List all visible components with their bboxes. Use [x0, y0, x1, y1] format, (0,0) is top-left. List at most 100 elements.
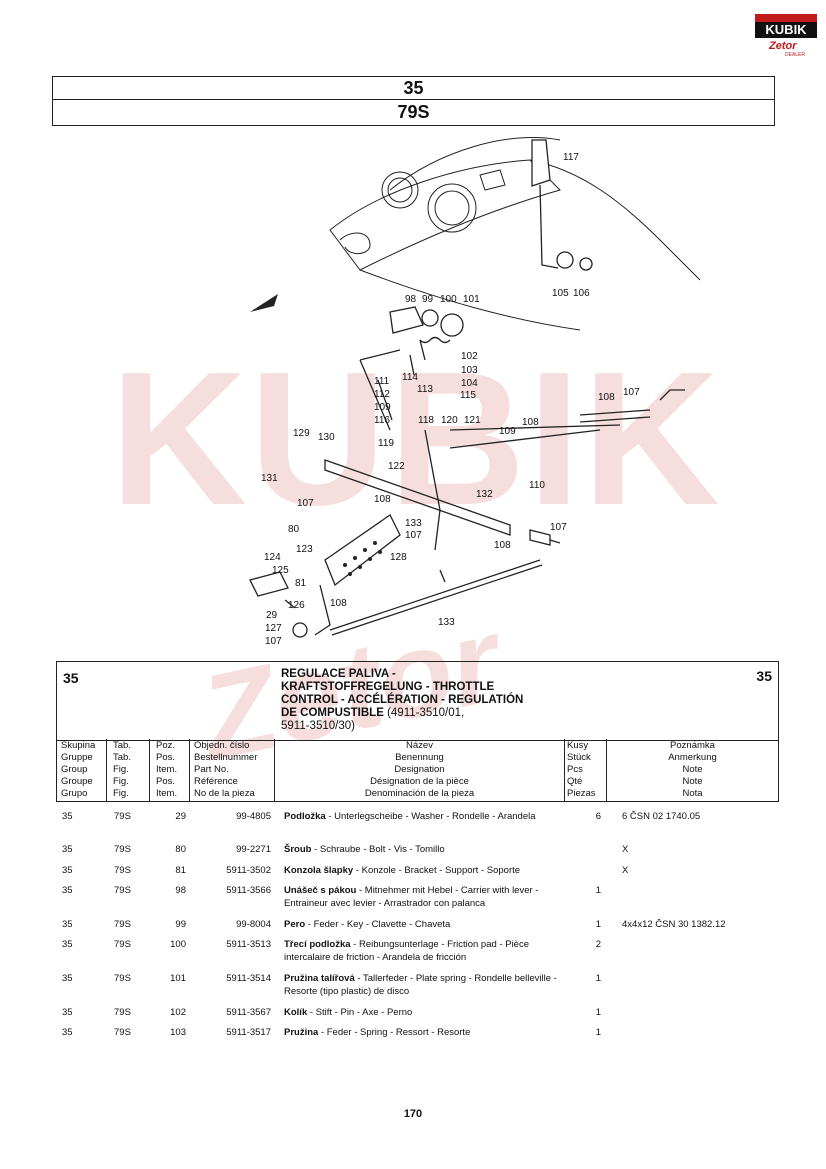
cell-quantity: 1	[595, 919, 601, 930]
cell-part-number: 99-2271	[236, 844, 271, 855]
col-text: Item.	[156, 764, 178, 775]
logo-tag: DEALER	[785, 52, 806, 58]
callout-label: 112	[374, 389, 390, 400]
cell-name: Pero - Feder - Key - Clavette - Chaveta	[284, 918, 574, 931]
col-table: Tab.Tab.Fig.Fig.Fig.	[107, 739, 150, 801]
cell-group: 35	[62, 973, 73, 984]
callout-label: 119	[378, 438, 394, 449]
callout-label: 118	[418, 415, 434, 426]
col-text: Group	[61, 764, 88, 775]
kubik-zetor-logo: KUBIK Zetor DEALER	[755, 14, 817, 58]
part-name-rest: - Stift - Pin - Axe - Perno	[307, 1007, 413, 1018]
cell-quantity: 1	[595, 1007, 601, 1018]
col-text: Pos.	[156, 752, 176, 763]
callout-label: 120	[441, 415, 458, 426]
col-text: Note	[682, 776, 703, 787]
col-text: Piezas	[567, 788, 596, 799]
callout-label: 101	[463, 294, 480, 305]
col-text: Fig.	[113, 788, 129, 799]
callout-label: 110	[529, 480, 545, 491]
col-text: Denominación de la pieza	[364, 788, 475, 799]
callout-label: 108	[374, 494, 391, 505]
callout-label: 132	[476, 489, 493, 500]
callout-label: 111	[374, 376, 390, 387]
cell-group: 35	[62, 865, 73, 876]
cell-group: 35	[62, 939, 73, 950]
cell-table: 79S	[114, 811, 131, 822]
col-text: No de la pieza	[194, 788, 255, 799]
cell-group: 35	[62, 844, 73, 855]
section-title: REGULACE PALIVA - KRAFTSTOFFREGELUNG - T…	[281, 668, 581, 733]
callout-label: 124	[264, 552, 281, 563]
logo-brand: KUBIK	[755, 22, 817, 38]
cell-quantity: 6	[595, 811, 601, 822]
part-name-bold: Kolík	[284, 1007, 308, 1018]
cell-name: Podložka - Unterlegscheibe - Washer - Ro…	[284, 810, 574, 823]
cell-position: 100	[170, 939, 186, 950]
cell-position: 80	[175, 844, 186, 855]
title-last: DE COMPUSTIBLE	[281, 707, 384, 719]
callout-label: 107	[265, 636, 282, 647]
callout-label: 115	[460, 390, 476, 401]
col-text: Item.	[156, 788, 178, 799]
part-name-rest: - Konzole - Bracket - Support - Soporte	[353, 865, 521, 876]
part-name-bold: Šroub	[284, 844, 312, 855]
col-text: Poz.	[156, 740, 176, 751]
callout-label: 108	[330, 598, 347, 609]
callout-label: 126	[288, 600, 305, 611]
cell-part-number: 5911-3513	[226, 939, 271, 950]
col-text: Qté	[567, 776, 583, 787]
col-text: Grupo	[61, 788, 88, 799]
callout-label: 108	[598, 392, 615, 403]
part-name-bold: Podložka	[284, 811, 326, 822]
cell-part-number: 5911-3514	[226, 973, 271, 984]
part-name-rest: - Tallerfeder - Plate spring - Rondelle …	[284, 973, 557, 997]
part-name-rest: - Unterlegscheibe - Washer - Rondelle - …	[325, 811, 536, 822]
group-left: 35	[63, 670, 79, 686]
callout-label: 129	[293, 428, 310, 439]
col-text: Gruppe	[61, 752, 93, 763]
cell-note: 4x4x12 ČSN 30 1382.12	[622, 919, 726, 930]
callout-label: 125	[272, 565, 289, 576]
callout-label: 81	[295, 578, 307, 589]
cell-position: 99	[175, 919, 186, 930]
col-text: Fig.	[113, 776, 129, 787]
callout-label: 121	[464, 415, 481, 426]
callout-label: 105	[552, 288, 569, 299]
part-name-rest: - Feder - Key - Clavette - Chaveta	[305, 919, 451, 930]
part-name-bold: Konzola šlapky	[284, 865, 354, 876]
part-name-bold: Třecí podložka	[284, 939, 351, 950]
cell-group: 35	[62, 885, 73, 896]
logo-sub: Zetor	[769, 40, 797, 52]
cell-name: Šroub - Schraube - Bolt - Vis - Tomillo	[284, 843, 574, 856]
callout-label: 131	[261, 473, 278, 484]
part-name-bold: Pružina	[284, 1027, 319, 1038]
cell-table: 79S	[114, 844, 131, 855]
cell-note: X	[622, 844, 629, 855]
table-header: 79S	[52, 99, 775, 126]
title-line: CONTROL - ACCÉLÉRATION - REGULATIÓN	[281, 694, 524, 706]
col-text: Designation	[394, 764, 445, 775]
cell-quantity: 2	[595, 939, 601, 950]
col-text: Název	[406, 740, 433, 751]
callout-label: 29	[266, 610, 278, 621]
section-description: 35 35 REGULACE PALIVA - KRAFTSTOFFREGELU…	[56, 661, 779, 741]
title-line: KRAFTSTOFFREGELUNG - THROTTLE	[281, 681, 495, 693]
cell-table: 79S	[114, 865, 131, 876]
callout-label: 99	[422, 294, 434, 305]
table-number: 79S	[397, 102, 430, 122]
col-text: Anmerkung	[668, 752, 717, 763]
callout-label: 113	[417, 384, 433, 395]
group-header: 35	[52, 76, 775, 100]
title-line: REGULACE PALIVA -	[281, 668, 396, 680]
part-name-bold: Pružina talířová	[284, 973, 355, 984]
callout-label: 122	[388, 461, 405, 472]
col-text: Pcs	[567, 764, 583, 775]
callout-label: 98	[405, 294, 417, 305]
linkage-parts	[249, 139, 685, 638]
col-text: Nota	[682, 788, 703, 799]
group-right: 35	[756, 668, 772, 684]
